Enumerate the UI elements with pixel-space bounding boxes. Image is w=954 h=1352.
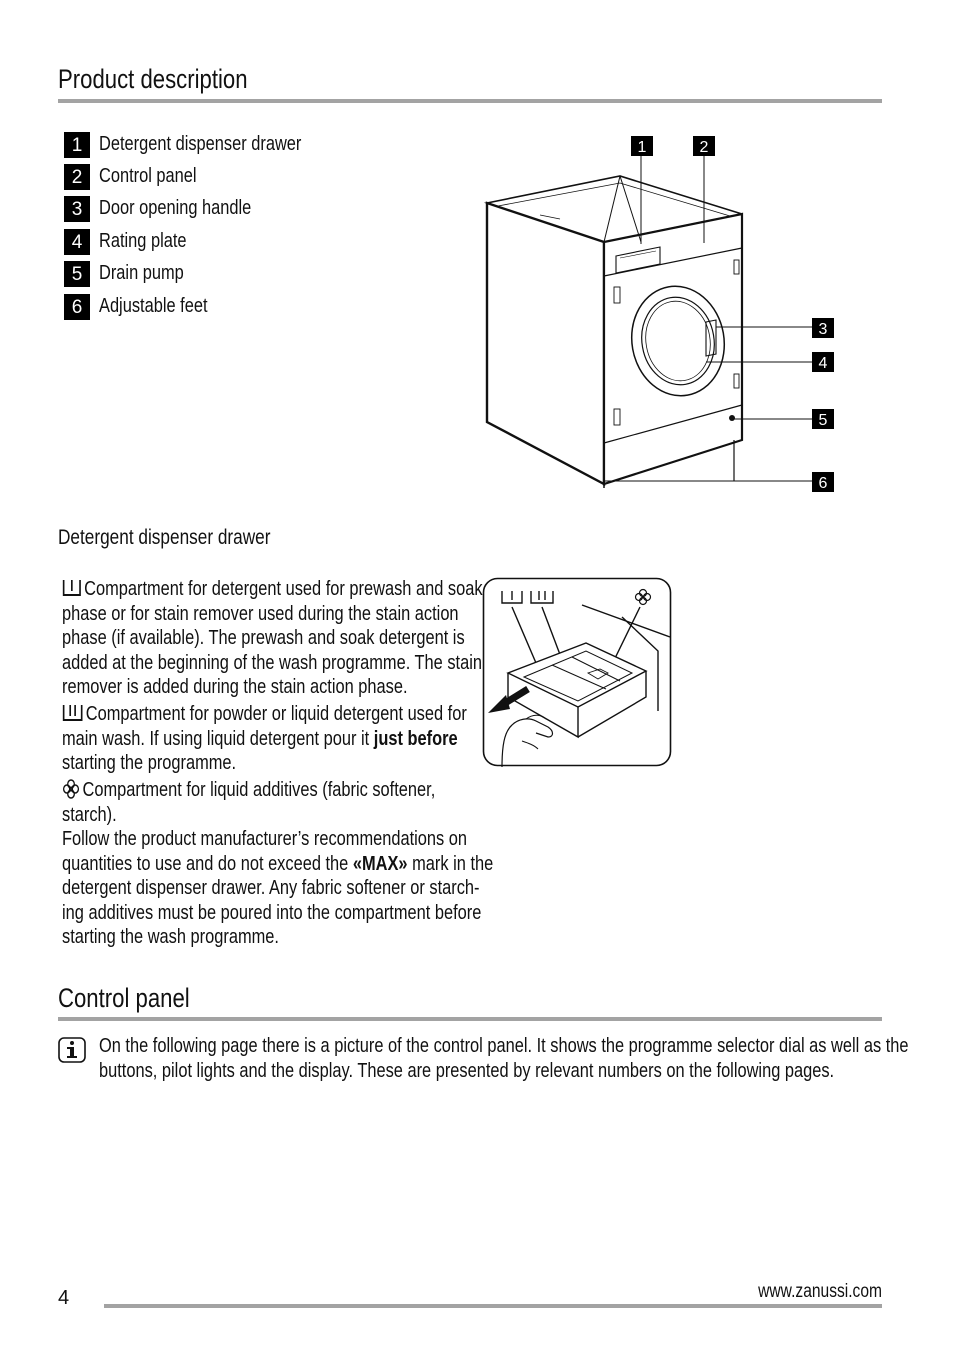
- emphasis-text: just before: [373, 727, 458, 750]
- legend-label: Door opening handle: [99, 197, 252, 219]
- svg-text:4: 4: [819, 355, 828, 372]
- info-note: On the following page there is a picture…: [99, 1035, 909, 1082]
- page-number: 4: [58, 1287, 70, 1309]
- legend-item: 2 Control panel: [64, 164, 364, 190]
- legend-label: Control panel: [99, 165, 197, 187]
- legend-number: 6: [64, 294, 90, 320]
- legend-number: 2: [64, 164, 90, 190]
- control-panel-title: Control panel: [58, 983, 190, 1013]
- control-panel-divider: [58, 1017, 882, 1021]
- legend-number: 1: [64, 132, 90, 158]
- legend-number: 4: [64, 229, 90, 255]
- svg-text:6: 6: [819, 475, 828, 492]
- footer-divider: [104, 1304, 882, 1308]
- drain-pump-marker: [729, 415, 735, 421]
- legend-number: 3: [64, 196, 90, 222]
- compartment-I-icon: [62, 580, 81, 596]
- callout-6: 6: [812, 472, 834, 492]
- callout-5: 5: [812, 409, 834, 429]
- mainwash-paragraph: Compartment for powder or liquid deterge…: [62, 703, 467, 775]
- softener-paragraph: Compartment for liquid additives (fabric…: [62, 779, 436, 826]
- callout-3: 3: [812, 318, 834, 338]
- legend-item: 6 Adjustable feet: [64, 294, 364, 320]
- legend-label: Drain pump: [99, 262, 184, 284]
- prewash-paragraph: Compartment for detergent used for prewa…: [62, 578, 483, 699]
- dispenser-heading: Detergent dispenser drawer: [58, 526, 271, 549]
- manufacturer-paragraph: Follow the product manufacturer’s recomm…: [62, 828, 494, 949]
- legend-label: Adjustable feet: [99, 295, 208, 317]
- dispenser-drawer-illustration: [482, 577, 672, 768]
- washing-machine-illustration: 1 2 3 4 5 6: [483, 136, 834, 492]
- legend-item: 4 Rating plate: [64, 229, 364, 255]
- callout-4: 4: [812, 352, 834, 372]
- svg-text:5: 5: [819, 412, 828, 429]
- compartment-II-icon: [62, 705, 83, 721]
- callout-2: 2: [693, 136, 715, 156]
- legend-item: 3 Door opening handle: [64, 196, 364, 222]
- title-divider: [58, 99, 882, 103]
- legend-item: 1 Detergent dispenser drawer: [64, 132, 364, 158]
- svg-text:1: 1: [638, 139, 647, 156]
- flower-icon: [62, 779, 80, 799]
- svg-text:2: 2: [700, 139, 709, 156]
- callout-1: 1: [631, 136, 653, 156]
- info-icon: [58, 1037, 86, 1063]
- legend-item: 5 Drain pump: [64, 261, 364, 287]
- page-title: Product description: [58, 64, 248, 94]
- max-mark-text: «MAX»: [352, 852, 408, 875]
- legend-label: Rating plate: [99, 230, 187, 252]
- website-url: www.zanussi.com: [758, 1281, 882, 1302]
- legend-number: 5: [64, 261, 90, 287]
- svg-text:3: 3: [819, 321, 828, 338]
- legend-label: Detergent dispenser drawer: [99, 133, 302, 155]
